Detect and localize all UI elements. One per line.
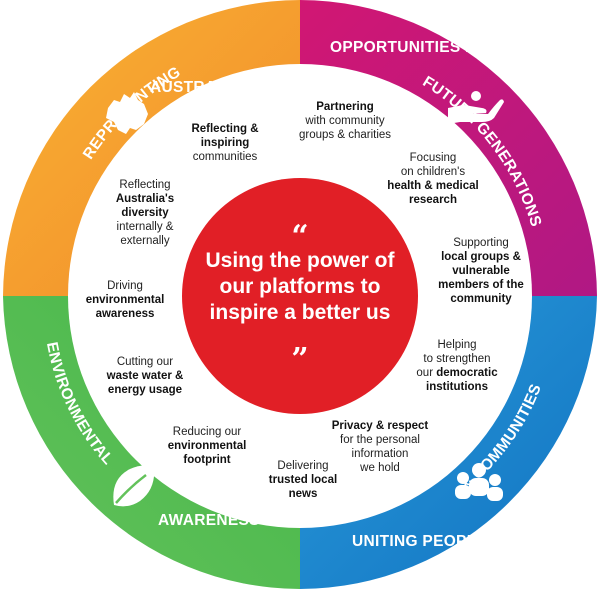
people-group-icon [455,463,503,501]
open-quote: “ [291,219,309,254]
leaf-icon [113,465,155,507]
ring-label-uniting: UNITING PEOPLE [352,533,487,550]
australia-map-icon [106,92,148,134]
ring-label-australia: AUSTRALIA [150,79,242,96]
center-statement: Using the power of our platforms to insp… [205,249,395,324]
center-disc [182,178,418,414]
close-quote: ” [291,342,309,377]
ring-label-awareness: AWARENESS [158,512,260,529]
giving-hand-icon [448,91,504,124]
ring-label-opportunities: OPPORTUNITIES FOR [330,39,499,56]
